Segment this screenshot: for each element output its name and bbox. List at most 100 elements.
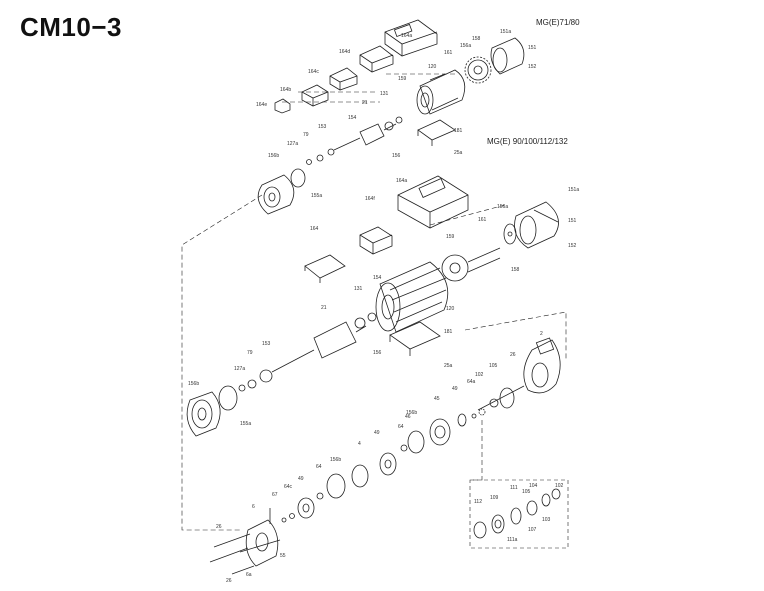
callout: 159: [446, 234, 455, 240]
callout: 155a: [240, 421, 251, 427]
pump-base: [239, 519, 281, 567]
motor-housing-large: [375, 261, 449, 333]
o-ring-lower: [326, 473, 346, 499]
callout: 2: [540, 331, 543, 337]
callout: 131: [354, 286, 363, 292]
terminal-box-lid-small: [384, 19, 438, 57]
callouts: 164a 164d 164c 164b 164e 151a 151 152 15…: [188, 29, 579, 584]
impeller-upper: [429, 418, 451, 446]
callout: 154: [348, 115, 357, 121]
callout: 107: [528, 527, 537, 533]
fan-cover-large: [514, 201, 559, 249]
callout: 153: [318, 124, 327, 130]
cable-box-164: [304, 254, 346, 283]
callout: 105: [522, 489, 531, 495]
callout: 156b: [330, 457, 341, 463]
callout: 21: [362, 100, 368, 106]
module-box-164f: [359, 226, 393, 255]
o-ring-pump-upper: [499, 387, 515, 409]
callout: 181: [454, 128, 463, 134]
callout: 46: [405, 414, 411, 420]
callout: 158: [511, 267, 520, 273]
diagram-title: CM10−3: [20, 12, 122, 42]
callout: 156b: [268, 153, 279, 159]
callout: 164: [310, 226, 319, 232]
o-ring-large: [218, 385, 238, 411]
callout: 64: [398, 424, 404, 430]
module-box-164c: [329, 67, 358, 91]
shaft-seal-inset: [469, 479, 569, 549]
callout: 156: [373, 350, 382, 356]
shaft-seal-parts: [473, 488, 561, 539]
callout: 164d: [339, 49, 350, 55]
callout: 151a: [568, 187, 579, 193]
callout: 156b: [188, 381, 199, 387]
callout: 131: [380, 91, 389, 97]
motor-flange-large: [186, 391, 221, 437]
stay-bolt: [477, 385, 525, 411]
callout: 151a: [500, 29, 511, 35]
callout: 49: [298, 476, 304, 482]
callout: 127a: [287, 141, 298, 147]
variant-label-small: MG(E)71/80: [536, 18, 580, 27]
callout: 21: [321, 305, 327, 311]
base-bolts: [209, 508, 271, 575]
callout: 26: [216, 524, 222, 530]
motor-flange-small: [257, 174, 295, 215]
circlip-small: [395, 116, 403, 124]
callout: 67: [272, 492, 278, 498]
motor-end-shield-large: [441, 247, 501, 282]
module-box-164b: [301, 84, 329, 107]
callout: 152: [568, 243, 577, 249]
callout: 151: [528, 45, 537, 51]
callout: 156: [392, 153, 401, 159]
module-box-164e: [274, 98, 291, 114]
callout: 45: [434, 396, 440, 402]
callout: 152: [528, 64, 537, 70]
callout: 112: [474, 499, 482, 505]
callout: 155a: [311, 193, 322, 199]
callout: 161: [478, 217, 487, 223]
callout: 64c: [284, 484, 293, 490]
callout: 49: [374, 430, 380, 436]
callout: 4: [358, 441, 361, 447]
callout: 79: [303, 132, 309, 138]
fan-small: [464, 56, 492, 84]
bracket-large: [389, 321, 441, 356]
callout: 64: [316, 464, 322, 470]
bracket-small: [417, 119, 456, 146]
callout: 120: [428, 64, 437, 70]
module-box-164d: [359, 45, 394, 73]
callout: 164a: [401, 33, 412, 39]
callout: 164e: [256, 102, 267, 108]
chamber-mid: [379, 452, 397, 476]
terminal-box-lid-large: [397, 175, 469, 229]
callout: 25a: [454, 150, 463, 156]
callout: 26: [510, 352, 516, 358]
bearing-small-upper: [384, 121, 394, 131]
callout: 161: [444, 50, 453, 56]
callout: 109: [490, 495, 499, 501]
callout: 164b: [280, 87, 291, 93]
callout: 26: [226, 578, 232, 584]
bearing-large-upper: [354, 317, 366, 329]
callout: 25a: [444, 363, 453, 369]
callout: 164c: [308, 69, 319, 75]
callout: 158: [472, 36, 481, 42]
callout: 103: [542, 517, 551, 523]
callout: 111a: [507, 537, 518, 543]
bearing-small-lower: [327, 148, 335, 156]
callout: 156a: [460, 43, 471, 49]
circlip-large: [367, 312, 377, 322]
callout: 102: [475, 372, 484, 378]
impeller-lower: [297, 497, 315, 519]
rotor-large: [271, 321, 367, 373]
callout: 55: [280, 553, 286, 559]
callout: 104: [529, 483, 538, 489]
callout: 164f: [365, 196, 375, 202]
callout: 156a: [497, 204, 508, 210]
callout: 153: [262, 341, 271, 347]
guide-lines: [181, 73, 567, 531]
callout: 156b: [406, 410, 417, 416]
